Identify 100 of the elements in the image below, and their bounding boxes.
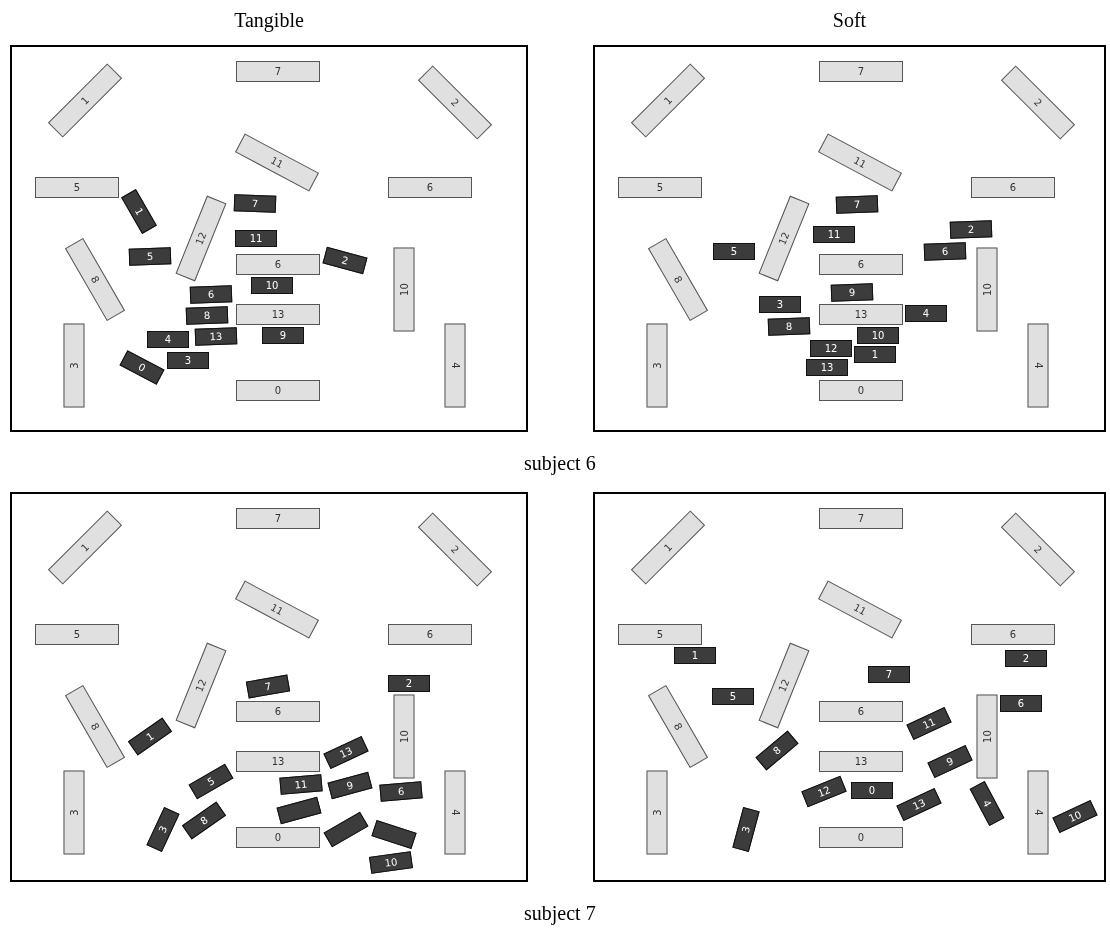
outline-block: 2: [417, 511, 493, 587]
filled-block: 13: [896, 787, 942, 821]
filled-block: 11: [235, 229, 277, 247]
outline-block: 4: [444, 323, 466, 407]
outline-block: 10: [976, 247, 998, 331]
filled-block: 6: [1000, 694, 1042, 712]
outline-block: 12: [758, 195, 810, 281]
outline-block: 3: [63, 323, 85, 407]
outline-block: 11: [235, 580, 319, 638]
outline-block: 6: [819, 700, 903, 722]
filled-block: 10: [1052, 799, 1098, 833]
filled-block: 13: [806, 358, 848, 376]
filled-block: 6: [923, 241, 967, 261]
panel-title: Tangible: [233, 9, 305, 32]
outline-block: 0: [819, 379, 903, 401]
outline-block: 8: [64, 237, 126, 321]
filled-block: 9: [830, 282, 874, 302]
outline-block: 5: [35, 176, 119, 198]
outline-block: 6: [971, 176, 1055, 198]
outline-block: 2: [1000, 64, 1076, 140]
outline-block: 13: [819, 750, 903, 772]
filled-block: 3: [732, 806, 760, 852]
filled-block: 3: [167, 351, 209, 369]
panel-frame: [10, 492, 528, 882]
outline-block: 7: [819, 60, 903, 82]
outline-block: 0: [236, 826, 320, 848]
filled-block: 2: [949, 219, 993, 239]
outline-block: 7: [236, 507, 320, 529]
filled-block: 8: [767, 316, 811, 336]
outline-block: 6: [819, 253, 903, 275]
outline-block: 8: [64, 684, 126, 768]
filled-block: 7: [233, 193, 277, 213]
outline-block: 11: [235, 133, 319, 191]
filled-block: 3: [146, 806, 180, 852]
filled-block: 7: [245, 674, 291, 698]
outline-block: 11: [818, 133, 902, 191]
outline-block: 8: [647, 684, 709, 768]
filled-block: 13: [323, 735, 369, 769]
filled-block: 9: [262, 326, 304, 344]
outline-block: 12: [758, 642, 810, 728]
filled-block: 11: [813, 225, 855, 243]
panel-frame: [593, 492, 1106, 882]
filled-block: 0: [851, 781, 893, 799]
outline-block: 3: [646, 323, 668, 407]
outline-block: 12: [175, 642, 227, 728]
outline-block: 7: [236, 60, 320, 82]
outline-block: 12: [175, 195, 227, 281]
outline-block: 13: [236, 303, 320, 325]
filled-block: 10: [369, 850, 413, 874]
outline-block: 3: [646, 770, 668, 854]
filled-block: 8: [755, 730, 799, 770]
filled-block: 6: [189, 284, 233, 304]
filled-block: 9: [327, 771, 373, 799]
outline-block: 4: [1027, 323, 1049, 407]
filled-block: 11: [906, 706, 952, 740]
filled-block: 10: [857, 326, 899, 344]
outline-block: 11: [818, 580, 902, 638]
filled-block: 4: [969, 780, 1005, 826]
filled-block: 5: [188, 763, 234, 799]
filled-block: 7: [868, 665, 910, 683]
outline-block: 7: [819, 507, 903, 529]
outline-block: 5: [618, 176, 702, 198]
filled-block: 9: [927, 744, 973, 778]
outline-block: 4: [444, 770, 466, 854]
filled-block: 4: [905, 304, 947, 322]
outline-block: 6: [388, 623, 472, 645]
filled-block: 4: [147, 330, 189, 348]
filled-block: 1: [127, 717, 173, 755]
outline-block: 10: [393, 247, 415, 331]
filled-block: [276, 796, 322, 824]
panel-title: Soft: [831, 9, 868, 32]
filled-block: 8: [185, 305, 229, 325]
outline-block: 5: [618, 623, 702, 645]
outline-block: 6: [971, 623, 1055, 645]
filled-block: 1: [674, 646, 716, 664]
outline-block: 3: [63, 770, 85, 854]
filled-block: 7: [835, 194, 879, 214]
outline-block: 0: [236, 379, 320, 401]
filled-block: 12: [801, 775, 847, 807]
outline-block: 8: [647, 237, 709, 321]
outline-block: 6: [236, 253, 320, 275]
filled-block: 11: [279, 773, 323, 795]
filled-block: 2: [1005, 649, 1047, 667]
outline-block: 5: [35, 623, 119, 645]
filled-block: 5: [712, 687, 754, 705]
filled-block: 5: [713, 242, 755, 260]
outline-block: 1: [47, 509, 123, 585]
outline-block: 4: [1027, 770, 1049, 854]
filled-block: 3: [759, 295, 801, 313]
filled-block: 2: [388, 674, 430, 692]
filled-block: 2: [322, 246, 368, 274]
filled-block: 1: [854, 345, 896, 363]
outline-block: 10: [393, 694, 415, 778]
filled-block: 10: [251, 276, 293, 294]
filled-block: 8: [181, 801, 227, 839]
outline-block: 13: [236, 750, 320, 772]
panel-caption: subject 7: [524, 902, 596, 925]
filled-block: 1: [121, 188, 157, 234]
outline-block: 10: [976, 694, 998, 778]
outline-block: 0: [819, 826, 903, 848]
